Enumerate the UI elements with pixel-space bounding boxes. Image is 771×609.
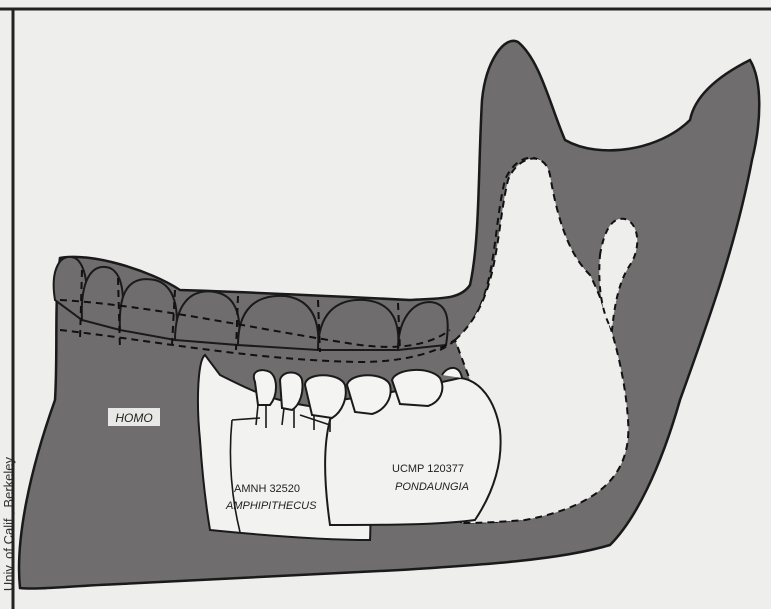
ucmp-genus-label: PONDAUNGIA xyxy=(395,481,469,493)
homo-label: HOMO xyxy=(115,411,152,425)
amnh-genus-label: AMPHIPITHECUS xyxy=(225,500,317,512)
amnh-number-label: AMNH 32520 xyxy=(234,483,300,495)
ucmp-number-label: UCMP 120377 xyxy=(392,463,464,475)
